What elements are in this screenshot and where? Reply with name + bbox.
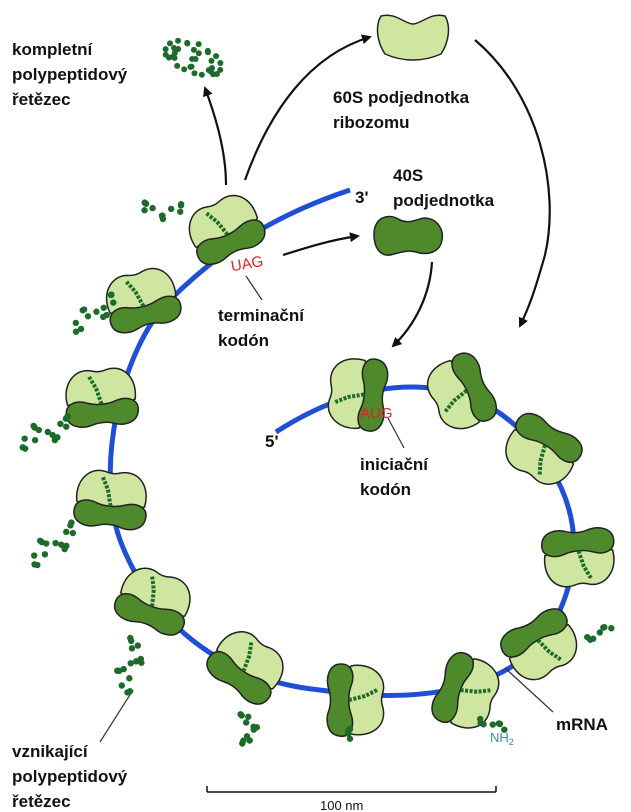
- label-initiation-codon: iniciační kodón: [360, 455, 433, 499]
- arrow-to-40s: [283, 236, 358, 255]
- label-nascent-chain: vznikající polypeptidový řetězec: [12, 742, 132, 811]
- leader-nascent: [100, 690, 133, 742]
- arrow-40s-to-start: [393, 262, 432, 346]
- peptide-chain-icon: [114, 635, 145, 696]
- label-60s-subunit: 60S podjednotka ribozomu: [333, 88, 474, 132]
- label-termination-codon: terminační kodón: [218, 306, 309, 350]
- leader-initiation: [388, 418, 404, 448]
- ribosome-icon: [327, 664, 383, 736]
- ribosome-icon: [541, 526, 618, 589]
- ribosome-icon: [111, 562, 198, 640]
- ribosome-icon: [420, 348, 502, 437]
- ribosome-icon: [73, 468, 150, 531]
- label-40s-subunit: 40S podjednotka: [393, 166, 495, 210]
- mrna-5-end: 5': [265, 432, 279, 451]
- scale-bar-label: 100 nm: [320, 798, 363, 812]
- complete-chain-icon: [163, 38, 224, 78]
- peptide-chain-icon: [20, 413, 71, 452]
- label-nh2: NH2: [490, 730, 514, 747]
- cycle-arrows: [205, 37, 550, 346]
- arrow-60s-to-start: [475, 40, 550, 326]
- uag-codon: UAG: [230, 253, 265, 275]
- ribosome-icon: [63, 366, 140, 429]
- peptide-chain-icon: [141, 199, 184, 222]
- ribosome-icon: [496, 603, 587, 688]
- label-mrna: mRNA: [556, 715, 608, 734]
- label-complete-chain: kompletní polypeptidový řetězec: [12, 40, 132, 109]
- ribosome-icon: [201, 622, 293, 710]
- aug-codon: AUG: [360, 405, 393, 422]
- arrow-to-complete-chain: [205, 88, 226, 185]
- subunit-40s-icon: [374, 216, 442, 255]
- peptide-chain-icon: [237, 711, 260, 747]
- small-subunit: [327, 664, 353, 736]
- peptide-chain-icon: [31, 519, 76, 568]
- leader-termination: [246, 276, 262, 300]
- arrow-to-60s: [245, 37, 370, 180]
- peptide-chain-icon: [584, 624, 614, 643]
- mrna-3-end: 3': [355, 188, 369, 207]
- subunit-60s-icon: [378, 15, 449, 60]
